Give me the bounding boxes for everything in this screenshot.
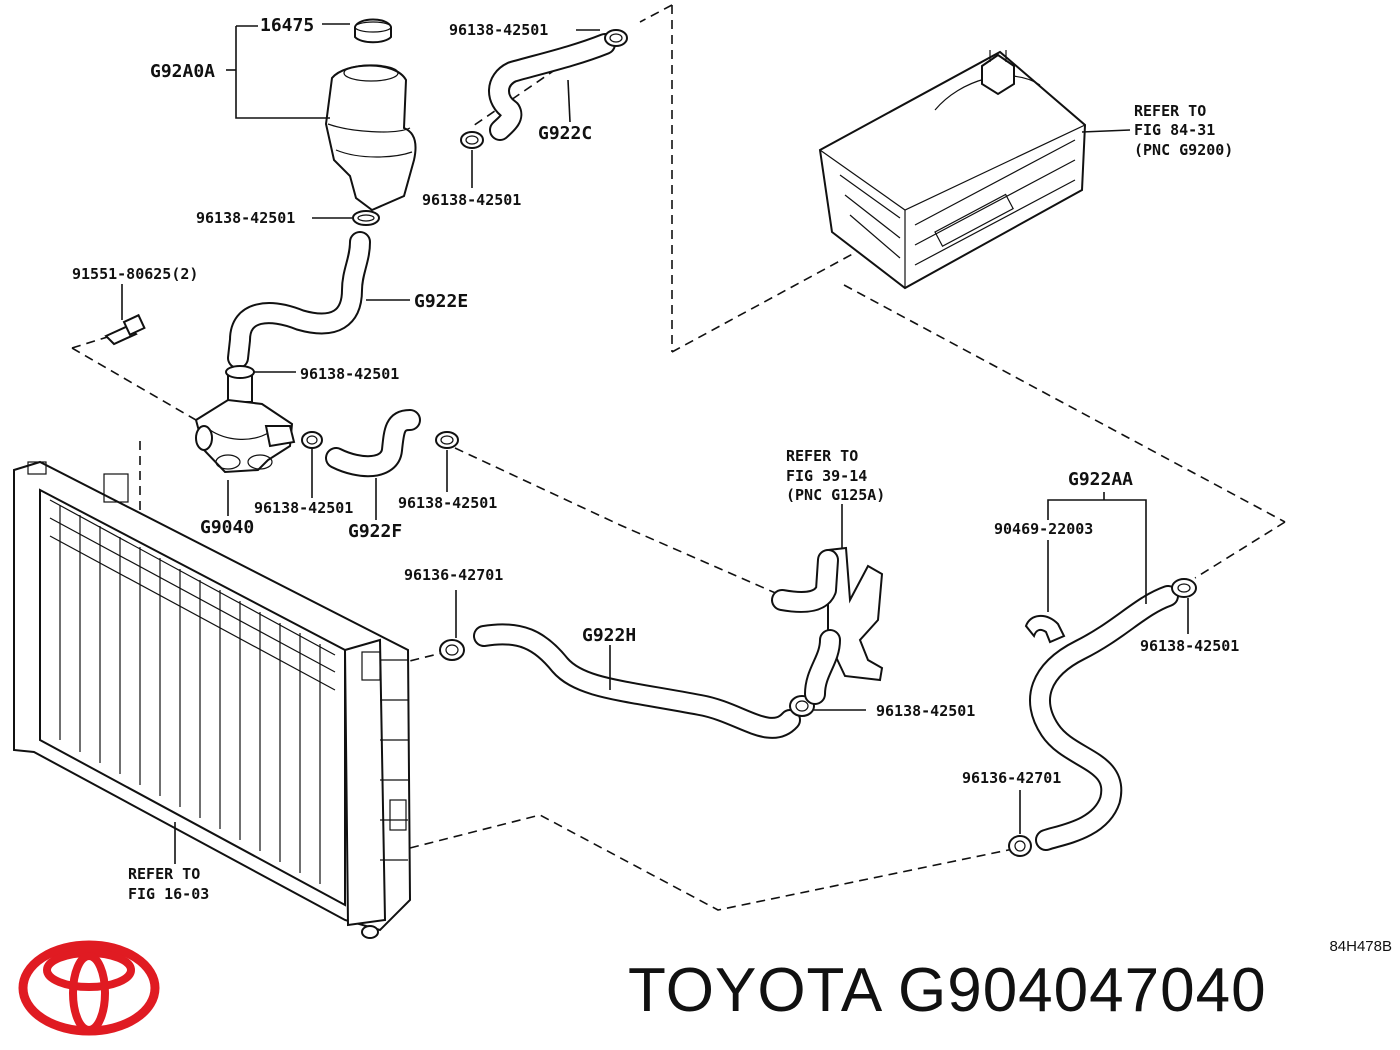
refer-radiator-line1: REFER TO (128, 865, 200, 883)
refer-radiator-line2: FIG 16-03 (128, 885, 209, 903)
clamp-tank-icon (312, 210, 380, 226)
label-bolt: 91551-80625(2) (72, 265, 198, 283)
toyota-logo-icon (18, 940, 160, 1036)
label-clamp-h2: 96138-42501 (876, 702, 975, 720)
inverter-assembly (818, 50, 1131, 290)
label-clamp-tank: 96138-42501 (196, 209, 295, 227)
label-g922e: G922E (414, 291, 468, 312)
radiator (13, 460, 412, 939)
label-g922h: G922H (582, 625, 636, 646)
clamp-pump-icon (225, 365, 296, 379)
refer-cooler: REFER TO FIG 39-14 (PNC G125A) (786, 447, 885, 504)
label-g92a0a: G92A0A (150, 61, 215, 82)
clamp-h2-icon (789, 695, 866, 717)
clamp-aa1-icon (1171, 578, 1197, 634)
refer-radiator: REFER TO FIG 16-03 (128, 865, 209, 903)
hose-g922f (325, 409, 421, 520)
hose-g922h (473, 623, 801, 739)
label-clamp-aa2: 96136-42701 (962, 769, 1061, 787)
refer-cooler-line2: FIG 39-14 (786, 467, 867, 485)
label-g9040: G9040 (200, 517, 254, 538)
label-g922aa: G922AA (1068, 469, 1133, 490)
label-clamp-c: 96138-42501 (422, 191, 521, 209)
label-g922c: G922C (538, 123, 592, 144)
clamp-f2-icon (435, 431, 459, 492)
label-clamp-pump: 96138-42501 (300, 365, 399, 383)
refer-cooler-line3: (PNC G125A) (786, 486, 885, 504)
bolt-icon (104, 284, 146, 346)
hose-g922c (488, 33, 616, 141)
refer-inverter: REFER TO FIG 84-31 (PNC G9200) (1134, 102, 1233, 159)
clamp-top-icon (576, 29, 628, 47)
refer-inverter-line1: REFER TO (1134, 102, 1206, 120)
label-clamp-f2: 96138-42501 (398, 494, 497, 512)
clamp-aa2-icon (1008, 790, 1032, 857)
hose-g922e (227, 231, 410, 369)
label-16475: 16475 (260, 15, 314, 36)
label-90469: 90469-22003 (994, 520, 1093, 538)
label-clamp-aa1: 96138-42501 (1140, 637, 1239, 655)
leader-g922aa (1047, 492, 1147, 612)
clamp-f1-icon (301, 431, 323, 498)
label-g922f: G922F (348, 521, 402, 542)
label-clamp-h1: 96136-42701 (404, 566, 503, 584)
reservoir-tank (324, 18, 417, 212)
label-clamp-f1: 96138-42501 (254, 499, 353, 517)
diagram-code: 84H478B (1329, 938, 1392, 955)
clip-90469-icon (1024, 615, 1066, 644)
refer-inverter-line2: FIG 84-31 (1134, 121, 1215, 139)
refer-cooler-line1: REFER TO (786, 447, 858, 465)
label-clamp-top: 96138-42501 (449, 21, 548, 39)
clamp-c-icon (460, 131, 484, 188)
leader-g92a0a (226, 23, 350, 119)
cooler-bracket (771, 504, 884, 705)
clamp-h1-icon (439, 590, 465, 661)
part-title: TOYOTA G904047040 (628, 956, 1267, 1025)
hose-g922aa (1029, 585, 1179, 851)
refer-inverter-line3: (PNC G9200) (1134, 141, 1233, 159)
water-pump (194, 366, 296, 516)
part-labels: 16475 G92A0A 96138-42501 G922C 96138-425… (72, 15, 1239, 787)
